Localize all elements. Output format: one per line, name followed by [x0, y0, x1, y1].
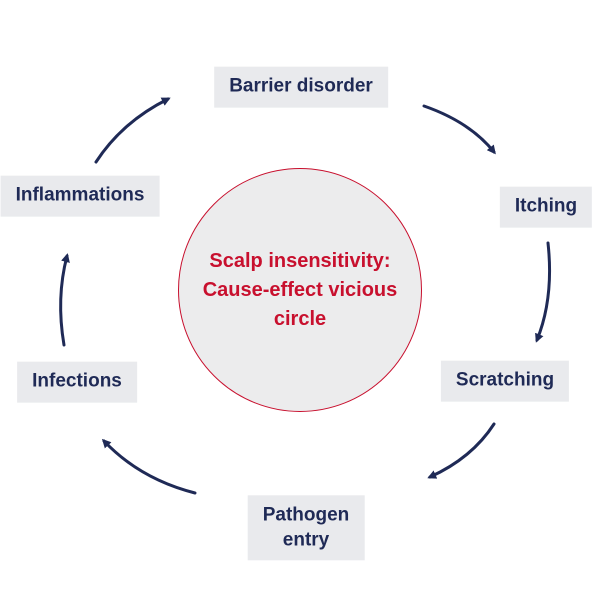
center-circle: Scalp insensitivity: Cause-effect viciou… — [178, 168, 422, 412]
center-title-line: Cause-effect vicious — [202, 278, 398, 301]
node-label: Pathogen — [262, 504, 350, 526]
center-title-line: circle — [273, 307, 327, 330]
center-title: Scalp insensitivity: Cause-effect viciou… — [179, 247, 421, 334]
node-label: Itching — [514, 195, 578, 217]
node-barrier-disorder: Barrier disorder — [214, 66, 388, 108]
arrow-infections-to-inflammations — [59, 253, 70, 347]
node-scratching: Scratching — [440, 360, 570, 402]
node-infections: Infections — [17, 361, 137, 403]
node-label: entry — [282, 529, 330, 550]
center-title-line: Scalp insensitivity: — [209, 249, 391, 272]
arrow-itching-to-scratching — [535, 241, 552, 343]
node-itching: Itching — [499, 186, 593, 228]
node-inflammations: Inflammations — [0, 175, 160, 217]
arrow-pathogen-to-infections — [101, 438, 197, 495]
node-label: Infections — [32, 370, 122, 392]
node-label: Scratching — [455, 369, 555, 391]
node-label: Barrier disorder — [229, 75, 373, 97]
node-pathogen-entry: Pathogen entry — [247, 495, 365, 561]
arrow-barrier-to-itching — [422, 104, 496, 155]
arrow-inflammations-to-barrier — [94, 97, 171, 164]
arrow-scratching-to-pathogen — [427, 422, 496, 479]
node-label: Inflammations — [15, 184, 145, 206]
